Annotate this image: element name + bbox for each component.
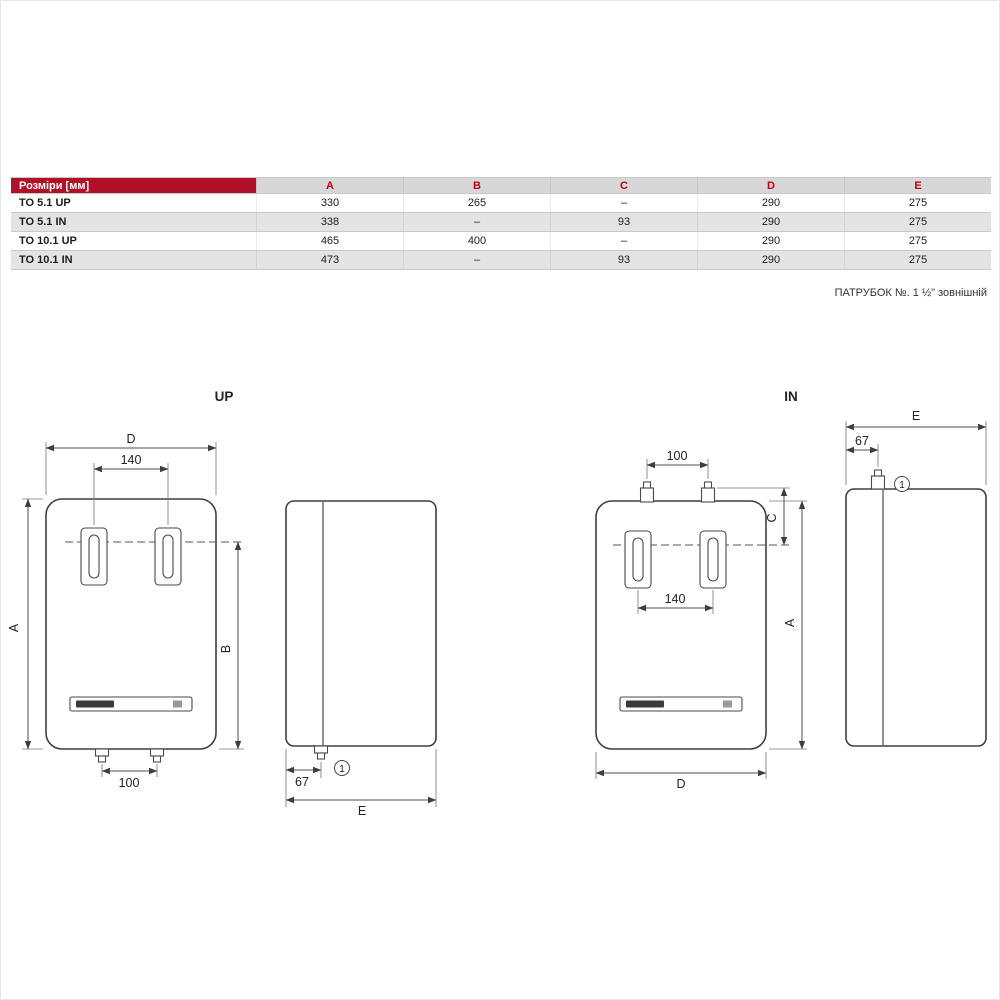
column-header-d: D bbox=[697, 178, 844, 193]
in-left-pipe bbox=[639, 481, 655, 503]
in-dim-D-label: D bbox=[676, 777, 685, 791]
up-brand-strip bbox=[69, 696, 193, 712]
up-side-view bbox=[285, 500, 437, 760]
up-dim-A-label: A bbox=[7, 623, 21, 632]
column-header-c: C bbox=[550, 178, 697, 193]
up-dim-67-label: 67 bbox=[295, 775, 309, 789]
up-dim-140-label: 140 bbox=[121, 453, 142, 467]
cell-b: – bbox=[403, 213, 550, 231]
column-header-a: A bbox=[256, 178, 403, 193]
up-dim-pipe-offset: 67 bbox=[285, 749, 322, 807]
indicator-light bbox=[723, 700, 732, 708]
in-brand-strip bbox=[619, 696, 743, 712]
brand-logo bbox=[626, 700, 664, 708]
row-model: TO 5.1 IN bbox=[19, 216, 67, 228]
up-dim-pipe-spacing: 100 bbox=[101, 764, 158, 790]
brand-logo bbox=[76, 700, 114, 708]
in-dim-height: A bbox=[769, 500, 807, 750]
technical-drawings: UP bbox=[7, 389, 987, 818]
cell-c: 93 bbox=[550, 251, 697, 269]
up-dim-bracket-spacing: 140 bbox=[93, 453, 169, 525]
in-dim-A-label: A bbox=[783, 618, 797, 627]
up-title: UP bbox=[215, 389, 234, 404]
drawing-up: UP bbox=[7, 389, 437, 818]
drawing-in: IN bbox=[595, 389, 987, 791]
row-model: TO 10.1 IN bbox=[19, 254, 73, 266]
cell-c: – bbox=[550, 232, 697, 250]
up-dim-B-label: B bbox=[219, 645, 233, 653]
dimensions-table: Розміри [мм] A B C D E TO 5.1 UP 330 265… bbox=[11, 177, 991, 270]
up-pipe-ref: 1 bbox=[334, 760, 350, 776]
cell-a: 330 bbox=[256, 194, 403, 212]
up-dim-E-label: E bbox=[358, 804, 366, 818]
in-dim-pipe-offset: 67 bbox=[845, 434, 879, 467]
table-header-label: Розміри [мм] bbox=[11, 178, 256, 193]
in-title: IN bbox=[784, 389, 798, 404]
table-row: TO 10.1 IN 473 – 93 290 275 bbox=[11, 251, 991, 270]
cell-a: 473 bbox=[256, 251, 403, 269]
cell-e: 275 bbox=[844, 251, 991, 269]
pipe-note: ПАТРУБОК №. 1 ½" зовнішній bbox=[834, 287, 987, 299]
circled-ref-icon bbox=[894, 476, 910, 492]
in-dim-67-label: 67 bbox=[855, 434, 869, 448]
column-header-e: E bbox=[844, 178, 991, 193]
in-pipe-ref: 1 bbox=[894, 476, 910, 492]
column-header-b: B bbox=[403, 178, 550, 193]
row-model: TO 5.1 UP bbox=[19, 197, 71, 209]
cell-b: – bbox=[403, 251, 550, 269]
cell-b: 265 bbox=[403, 194, 550, 212]
cell-d: 290 bbox=[697, 251, 844, 269]
indicator-light bbox=[173, 700, 182, 708]
cell-c: 93 bbox=[550, 213, 697, 231]
table-header-row: Розміри [мм] A B C D E bbox=[11, 177, 991, 194]
in-side-view bbox=[845, 469, 987, 747]
in-side-pipe bbox=[870, 469, 886, 490]
cell-a: 338 bbox=[256, 213, 403, 231]
up-dim-width-top: D bbox=[45, 432, 217, 495]
up-dim-bracket-to-bottom: B bbox=[219, 541, 244, 750]
table-row: TO 5.1 IN 338 – 93 290 275 bbox=[11, 213, 991, 232]
cell-e: 275 bbox=[844, 232, 991, 250]
up-dim-depth: E bbox=[285, 749, 437, 818]
in-front-view bbox=[595, 481, 790, 750]
in-body-outline bbox=[595, 500, 767, 750]
in-dim-E-label: E bbox=[912, 409, 920, 423]
cell-b: 400 bbox=[403, 232, 550, 250]
up-pipe-ref-label: 1 bbox=[339, 764, 345, 775]
in-dim-bracket-spacing: 140 bbox=[637, 590, 714, 614]
in-dim-pipe-spacing: 100 bbox=[646, 449, 709, 479]
in-left-bracket bbox=[624, 530, 652, 589]
in-pipe-ref-label: 1 bbox=[899, 480, 905, 491]
up-dim-D-label: D bbox=[126, 432, 135, 446]
in-dim-width-bottom: D bbox=[595, 752, 767, 791]
circled-ref-icon bbox=[334, 760, 350, 776]
cell-c: – bbox=[550, 194, 697, 212]
up-side-pipe bbox=[313, 745, 329, 760]
cell-a: 465 bbox=[256, 232, 403, 250]
in-dim-depth: E bbox=[845, 409, 987, 485]
up-dim-height: A bbox=[7, 498, 43, 750]
up-left-bracket bbox=[80, 527, 108, 586]
cell-d: 290 bbox=[697, 232, 844, 250]
up-right-pipe bbox=[149, 748, 165, 763]
cell-e: 275 bbox=[844, 194, 991, 212]
up-front-view bbox=[45, 498, 244, 763]
in-dim-100-label: 100 bbox=[667, 449, 688, 463]
cell-e: 275 bbox=[844, 213, 991, 231]
table-row: TO 10.1 UP 465 400 – 290 275 bbox=[11, 232, 991, 251]
in-right-pipe bbox=[700, 481, 716, 503]
cell-d: 290 bbox=[697, 194, 844, 212]
in-dim-C-label: C bbox=[765, 513, 779, 522]
row-model: TO 10.1 UP bbox=[19, 235, 77, 247]
up-dim-100-label: 100 bbox=[119, 776, 140, 790]
cell-d: 290 bbox=[697, 213, 844, 231]
up-right-bracket bbox=[154, 527, 182, 586]
up-left-pipe bbox=[94, 748, 110, 763]
in-dim-top-to-bracket: C bbox=[717, 487, 790, 546]
table-row: TO 5.1 UP 330 265 – 290 275 bbox=[11, 194, 991, 213]
in-right-bracket bbox=[699, 530, 727, 589]
in-dim-140-label: 140 bbox=[665, 592, 686, 606]
